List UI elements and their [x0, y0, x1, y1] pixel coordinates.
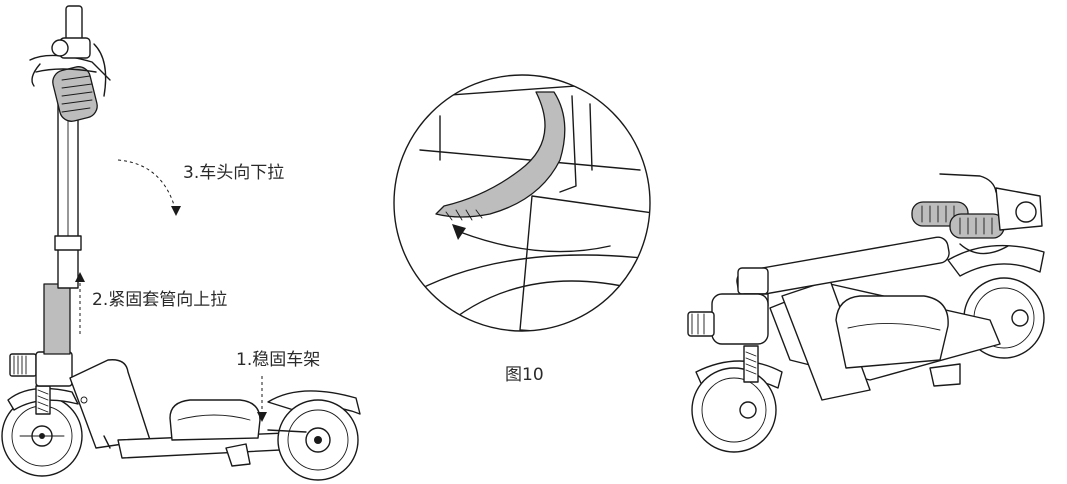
front-wheel — [1, 395, 83, 477]
locking-sleeve — [43, 283, 71, 355]
latch-lever — [435, 91, 566, 218]
step2-label: 2.紧固套管向上拉 — [92, 290, 227, 310]
scooter-folded-illustration — [687, 173, 1045, 453]
folded-seat — [835, 295, 949, 369]
rear-wheel — [277, 399, 359, 481]
seat-cushion — [169, 399, 261, 441]
front-suspension — [35, 385, 51, 415]
folded-front-wheel — [691, 367, 777, 453]
handlebar — [29, 5, 111, 122]
scooter-upright-illustration — [1, 5, 361, 481]
figure-caption: 图10 — [505, 365, 544, 385]
step1-label: 1.稳固车架 — [236, 350, 320, 370]
latch-detail-zoom — [393, 74, 651, 332]
step3-label: 3.车头向下拉 — [183, 163, 284, 183]
folded-handlebar — [911, 173, 1043, 255]
pull-down-arrow — [117, 159, 177, 213]
